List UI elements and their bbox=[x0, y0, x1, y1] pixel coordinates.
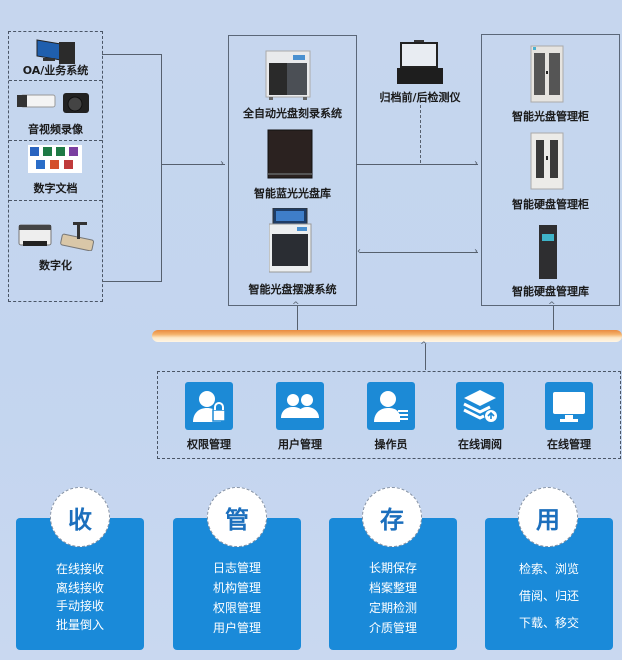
disc-cabinet-icon bbox=[530, 45, 564, 103]
card-item: 权限管理 bbox=[212, 601, 261, 615]
card-items: 在线接收 离线接收 手动接收 批量倒入 bbox=[16, 560, 144, 634]
card-items: 检索、浏览 借阅、归还 下载、移交 bbox=[485, 556, 613, 637]
card-item: 机构管理 bbox=[212, 581, 261, 595]
connector bbox=[162, 164, 225, 165]
device-label: 智能蓝光光盘库 bbox=[254, 187, 331, 200]
card-item: 离线接收 bbox=[55, 580, 104, 595]
source-label: 数字文档 bbox=[33, 182, 78, 195]
dotted-connector bbox=[420, 105, 421, 163]
bidirectional-connector bbox=[297, 306, 298, 330]
card-item: 检索、浏览 bbox=[518, 562, 579, 576]
bidirectional-connector bbox=[553, 306, 554, 330]
connector bbox=[356, 164, 478, 165]
card-item: 用户管理 bbox=[212, 621, 261, 635]
connector bbox=[102, 281, 162, 282]
source-label: OA/业务系统 bbox=[22, 64, 89, 77]
card-item: 批量倒入 bbox=[55, 617, 104, 632]
laptop-icon bbox=[397, 40, 443, 84]
bluray-library-icon bbox=[267, 129, 313, 179]
card-item: 手动接收 bbox=[55, 599, 104, 613]
sources-panel: OA/业务系统 音视频录像 数字文档 数字 bbox=[8, 31, 103, 302]
up-down-arrow-icon: ^ bbox=[292, 301, 300, 311]
bidirectional-connector bbox=[425, 344, 426, 370]
user-lock-icon bbox=[185, 382, 233, 430]
card-item: 借阅、归还 bbox=[518, 589, 579, 603]
mgmt-online-management[interactable]: 在线管理 bbox=[534, 382, 604, 452]
storage-label: 智能硬盘管理柜 bbox=[512, 198, 589, 211]
office-documents-icon bbox=[28, 145, 82, 173]
mgmt-online-access[interactable]: 在线调阅 bbox=[445, 382, 515, 452]
source-label: 音视频录像 bbox=[28, 123, 83, 136]
detector-label: 归档前/后检测仪 bbox=[379, 91, 461, 104]
scanner-printer-icon bbox=[18, 222, 95, 251]
device-label: 全自动光盘刻录系统 bbox=[243, 107, 342, 120]
badge-store: 存 bbox=[362, 487, 422, 547]
mgmt-label: 在线管理 bbox=[547, 438, 591, 451]
card-items: 日志管理 机构管理 权限管理 用户管理 bbox=[173, 558, 301, 638]
layers-upload-icon bbox=[456, 382, 504, 430]
up-down-arrow-icon: ^ bbox=[420, 341, 428, 351]
storage-label: 智能硬盘管理库 bbox=[512, 285, 589, 298]
arrow-right-icon: › bbox=[220, 158, 224, 169]
card-item: 下载、移交 bbox=[518, 616, 579, 630]
mgmt-label: 权限管理 bbox=[187, 438, 231, 451]
badge-receive: 收 bbox=[50, 487, 110, 547]
operator-icon bbox=[367, 382, 415, 430]
users-icon bbox=[276, 382, 324, 430]
connector bbox=[161, 54, 162, 282]
mgmt-permission[interactable]: 权限管理 bbox=[174, 382, 244, 452]
mgmt-label: 在线调阅 bbox=[458, 438, 502, 451]
card-items: 长期保存 档案整理 定期检测 介质管理 bbox=[329, 558, 457, 638]
monitor-icon bbox=[545, 382, 593, 430]
computer-icon bbox=[36, 39, 75, 64]
source-digitize: 数字化 bbox=[9, 201, 102, 301]
devices-panel: 全自动光盘刻录系统 智能蓝光光盘库 智能光盘摆渡系统 bbox=[228, 35, 357, 306]
source-label: 数字化 bbox=[39, 259, 72, 272]
card-item: 介质管理 bbox=[368, 621, 417, 635]
mgmt-operator[interactable]: 操作员 bbox=[356, 382, 426, 452]
management-panel: 权限管理 用户管理 操作员 在线调阅 在线管理 bbox=[157, 371, 621, 459]
device-label: 智能光盘摆渡系统 bbox=[248, 283, 337, 296]
disc-burner-icon bbox=[265, 50, 311, 100]
bidirectional-connector bbox=[360, 252, 478, 253]
badge-use: 用 bbox=[518, 487, 578, 547]
storage-panel: 智能光盘管理柜 智能硬盘管理柜 智能硬盘管理库 bbox=[481, 34, 620, 306]
source-docs: 数字文档 bbox=[9, 141, 102, 201]
data-bus bbox=[152, 330, 622, 342]
hdd-library-icon bbox=[539, 225, 557, 279]
source-oa: OA/业务系统 bbox=[9, 32, 102, 81]
arrow-right-icon: › bbox=[474, 246, 478, 257]
mgmt-label: 用户管理 bbox=[278, 438, 322, 451]
up-down-arrow-icon: ^ bbox=[548, 301, 556, 311]
camera-icon bbox=[17, 93, 89, 113]
card-use: 检索、浏览 借阅、归还 下载、移交 bbox=[485, 518, 613, 650]
disc-ferry-icon bbox=[269, 208, 312, 273]
card-item: 档案整理 bbox=[368, 581, 417, 595]
storage-label: 智能光盘管理柜 bbox=[512, 110, 589, 123]
card-item: 在线接收 bbox=[55, 562, 104, 576]
mgmt-users[interactable]: 用户管理 bbox=[265, 382, 335, 452]
card-item: 长期保存 bbox=[368, 561, 417, 575]
source-av: 音视频录像 bbox=[9, 81, 102, 141]
card-item: 定期检测 bbox=[368, 601, 417, 615]
card-item: 日志管理 bbox=[212, 561, 261, 575]
badge-manage: 管 bbox=[207, 487, 267, 547]
hdd-cabinet-icon bbox=[530, 132, 564, 190]
arrow-left-icon: ‹ bbox=[357, 246, 361, 257]
arrow-right-icon: › bbox=[474, 158, 478, 169]
connector bbox=[102, 54, 162, 55]
mgmt-label: 操作员 bbox=[374, 438, 408, 451]
